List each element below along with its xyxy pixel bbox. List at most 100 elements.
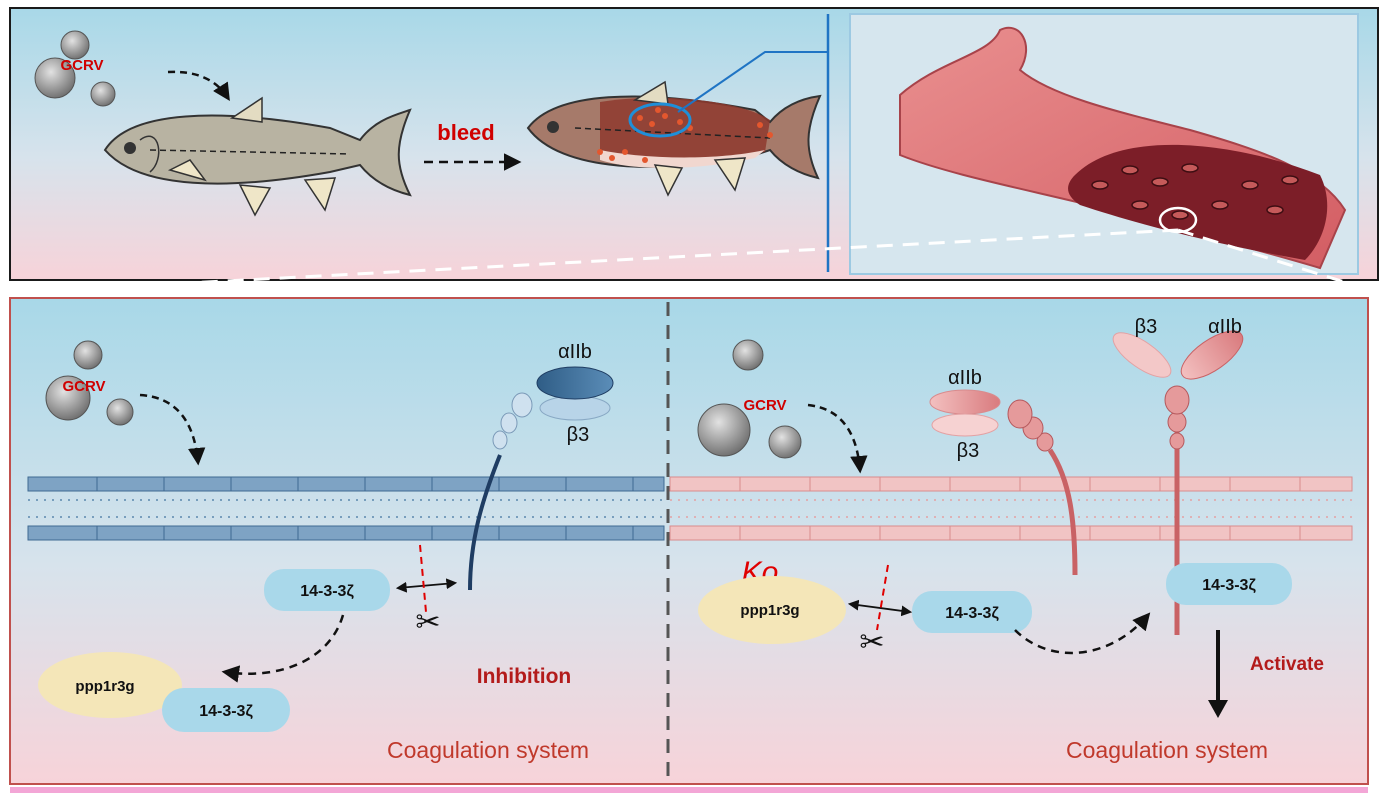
fish-lateral-line (149, 149, 351, 155)
membrane-left (27, 476, 665, 541)
ppp1r3g-label: ppp1r3g (75, 678, 134, 695)
coagulation-system-label: Coagulation system (387, 737, 589, 763)
interaction-arrow (847, 599, 913, 617)
virus-icon (768, 425, 802, 459)
ppp-complex-left: ppp1r3g 14-3-3ζ (38, 652, 290, 732)
activate-label: Activate (1250, 654, 1324, 675)
fish-fin (167, 159, 207, 182)
integrin-stalk (1047, 448, 1078, 576)
cut-line (876, 564, 889, 631)
activate-arrow-head (1208, 700, 1228, 718)
translocation-arrow (1014, 612, 1151, 655)
protein-1433-pill (264, 569, 390, 611)
virus-icon (106, 398, 134, 426)
protein-1433-label: 14-3-3ζ (199, 703, 253, 720)
integrin-alpha-label: αIIb (948, 367, 982, 389)
fish-fin (632, 80, 669, 105)
zoom-connector (677, 51, 828, 113)
protein-1433-pill (912, 591, 1032, 633)
membrane-lipids (28, 499, 664, 518)
ppp1r3g-ellipse (698, 576, 846, 644)
fish-lateral-line (574, 127, 771, 139)
membrane-segments (739, 477, 1301, 540)
membrane-lipids (670, 499, 1352, 518)
bleeding-fish (526, 80, 822, 197)
blood-vessel (899, 26, 1347, 270)
fish-fin (653, 164, 684, 197)
membrane-segments (96, 477, 634, 540)
translocation-arrow (221, 614, 345, 683)
integrin-alpha-domain (536, 366, 614, 400)
bleed-label: bleed (437, 120, 494, 145)
infection-arrow (167, 70, 230, 101)
integrin-bead (1169, 432, 1185, 450)
fish-fin (713, 157, 747, 192)
virus-label: GCRV (62, 378, 105, 395)
integrin-bead (500, 412, 518, 434)
protein-1433-label: 14-3-3ζ (945, 605, 999, 622)
fish-fin (238, 184, 272, 217)
membrane-outer-layer (669, 476, 1353, 492)
red-blood-cells (1091, 163, 1299, 220)
protein-1433-right-bound: 14-3-3ζ (1166, 563, 1292, 605)
integrin-alpha-label: αIIb (1208, 316, 1242, 338)
fish-eye (547, 121, 559, 133)
integrin-bead (492, 430, 508, 450)
fish-gill (139, 135, 160, 173)
zoom-highlight-circle (628, 102, 692, 138)
integrin-alpha-domain (1180, 330, 1244, 380)
integrin-beta-domain (1112, 332, 1172, 378)
membrane-outer-layer (27, 476, 665, 492)
integrin-beta-domain (931, 413, 999, 437)
zoom-dashed-lines (19, 228, 1371, 294)
inhibition-label: Inhibition (477, 665, 571, 688)
membrane-right (669, 476, 1353, 541)
scissors-icon: ✂ (859, 626, 884, 659)
blood-spots (597, 107, 773, 163)
virus-cluster-top: GCRV (34, 30, 116, 107)
integrin-bead (1167, 411, 1187, 433)
protein-1433-left-free: 14-3-3ζ (264, 569, 390, 611)
virus-icon (60, 30, 90, 60)
virus-label: GCRV (60, 57, 103, 74)
integrin-beta-label: β3 (567, 424, 590, 446)
membrane-inner-layer (669, 525, 1353, 541)
integrin-beta-label: β3 (957, 440, 980, 462)
protein-1433-right-free: 14-3-3ζ (912, 591, 1032, 633)
protein-1433-label: 14-3-3ζ (300, 583, 354, 600)
interaction-arrow (395, 578, 458, 593)
coagulation-system-label: Coagulation system (1066, 737, 1268, 763)
integrin-inactive-right: αIIb β3 (929, 367, 1078, 576)
infection-arrow (807, 403, 868, 474)
integrin-bead (511, 392, 533, 418)
bottom-accent-bar (10, 787, 1368, 793)
scissors-icon: ✂ (415, 606, 440, 639)
virus-icon (90, 81, 116, 107)
integrin-beta-domain (539, 395, 611, 421)
integrin-bead (1164, 385, 1190, 415)
fish-fin (303, 177, 337, 212)
integrin-stalk (468, 454, 502, 591)
virus-cluster-left: GCRV (45, 340, 134, 426)
virus-label: GCRV (743, 397, 786, 414)
membrane-inner-layer (27, 525, 665, 541)
ppp1r3g-label: ppp1r3g (740, 602, 799, 619)
fish-eye (124, 142, 136, 154)
integrin-alpha-domain (929, 389, 1001, 415)
integrin-inactive-left: αIIb β3 (468, 341, 614, 591)
infection-arrow (139, 393, 206, 466)
virus-icon (34, 57, 76, 99)
virus-icon (45, 375, 91, 421)
fish-fin (229, 96, 263, 123)
integrin-bead (1007, 399, 1033, 429)
integrin-beta-label: β3 (1135, 316, 1158, 338)
virus-icon (732, 339, 764, 371)
vessel-zoom-circle (1158, 206, 1198, 234)
virus-icon (73, 340, 103, 370)
virus-cluster-right: GCRV (697, 339, 802, 459)
ppp1r3g-ellipse (38, 652, 182, 718)
integrin-alpha-label: αIIb (558, 341, 592, 363)
protein-1433-label: 14-3-3ζ (1202, 577, 1256, 594)
